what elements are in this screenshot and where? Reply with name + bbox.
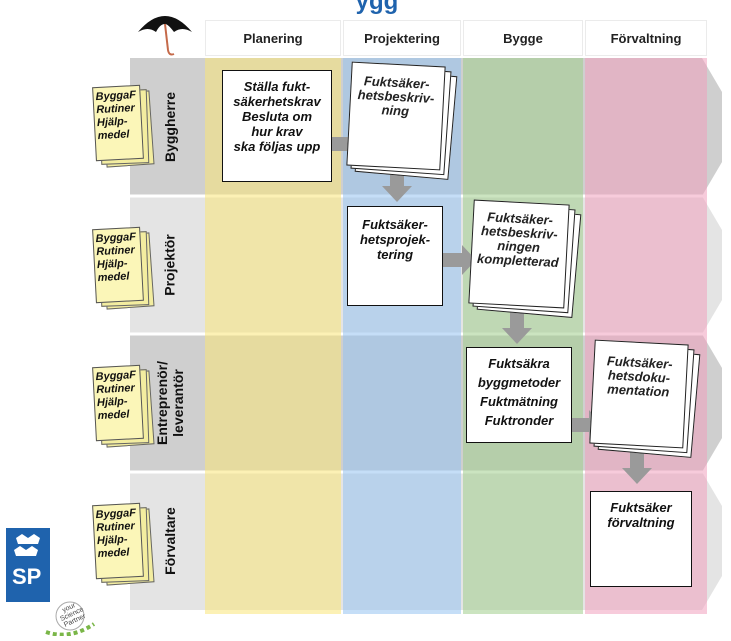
document-stack-fuktsakerhetsdokumentation: Fuktsäker- hetsdoku- mentation bbox=[588, 339, 701, 458]
science-partner-badge: your Science Partner bbox=[40, 596, 100, 637]
arrow-down-icon bbox=[382, 168, 412, 202]
document-stack-fuktsakerhetsbeskrivningen-kompletterad: Fuktsäker- hetsbeskriv- ningen komplette… bbox=[467, 199, 582, 318]
umbrella-icon bbox=[138, 16, 192, 56]
column-header-label: Bygge bbox=[503, 30, 543, 46]
arrow-right-icon bbox=[442, 245, 476, 275]
page-title: ygg bbox=[355, 0, 399, 15]
arrow-down-icon bbox=[622, 448, 652, 484]
sp-logo: SP bbox=[6, 528, 50, 602]
document-label: Fuktsäker- hetsdoku- mentation bbox=[606, 353, 673, 400]
document-label: Fuktsäker- hetsbeskriv- ningen komplette… bbox=[476, 209, 560, 271]
document-label: Fuktsäker- hetsbeskriv- ning bbox=[357, 73, 435, 119]
column-header-label: Planering bbox=[243, 30, 303, 46]
process-box-stalla-fuktsakerhetskrav: Ställa fukt- säkerhetskrav Besluta om hu… bbox=[222, 70, 332, 182]
column-header-label: Förvaltning bbox=[610, 30, 682, 46]
column-header-projektering: Projektering bbox=[343, 20, 461, 56]
process-box-fuktsakra-byggmetoder: Fuktsäkra byggmetoder Fuktmätning Fuktro… bbox=[466, 347, 572, 443]
column-header-forvaltning: Förvaltning bbox=[585, 20, 707, 56]
process-box-fuktsaker-forvaltning: Fuktsäker förvaltning bbox=[590, 491, 692, 587]
document-stack-fuktsakerhetsbeskrivning: Fuktsäker- hetsbeskriv- ning bbox=[345, 61, 458, 180]
column-header-bygge: Bygge bbox=[463, 20, 583, 56]
science-partner-icon bbox=[45, 601, 96, 637]
process-box-fuktsakerhetsprojektering: Fuktsäker- hetsprojek- tering bbox=[347, 206, 443, 306]
crown-icon bbox=[14, 534, 40, 556]
column-header-planering: Planering bbox=[205, 20, 341, 56]
arrow-down-icon bbox=[502, 309, 532, 344]
column-header-label: Projektering bbox=[364, 30, 440, 46]
sp-logo-text: SP bbox=[12, 564, 42, 589]
